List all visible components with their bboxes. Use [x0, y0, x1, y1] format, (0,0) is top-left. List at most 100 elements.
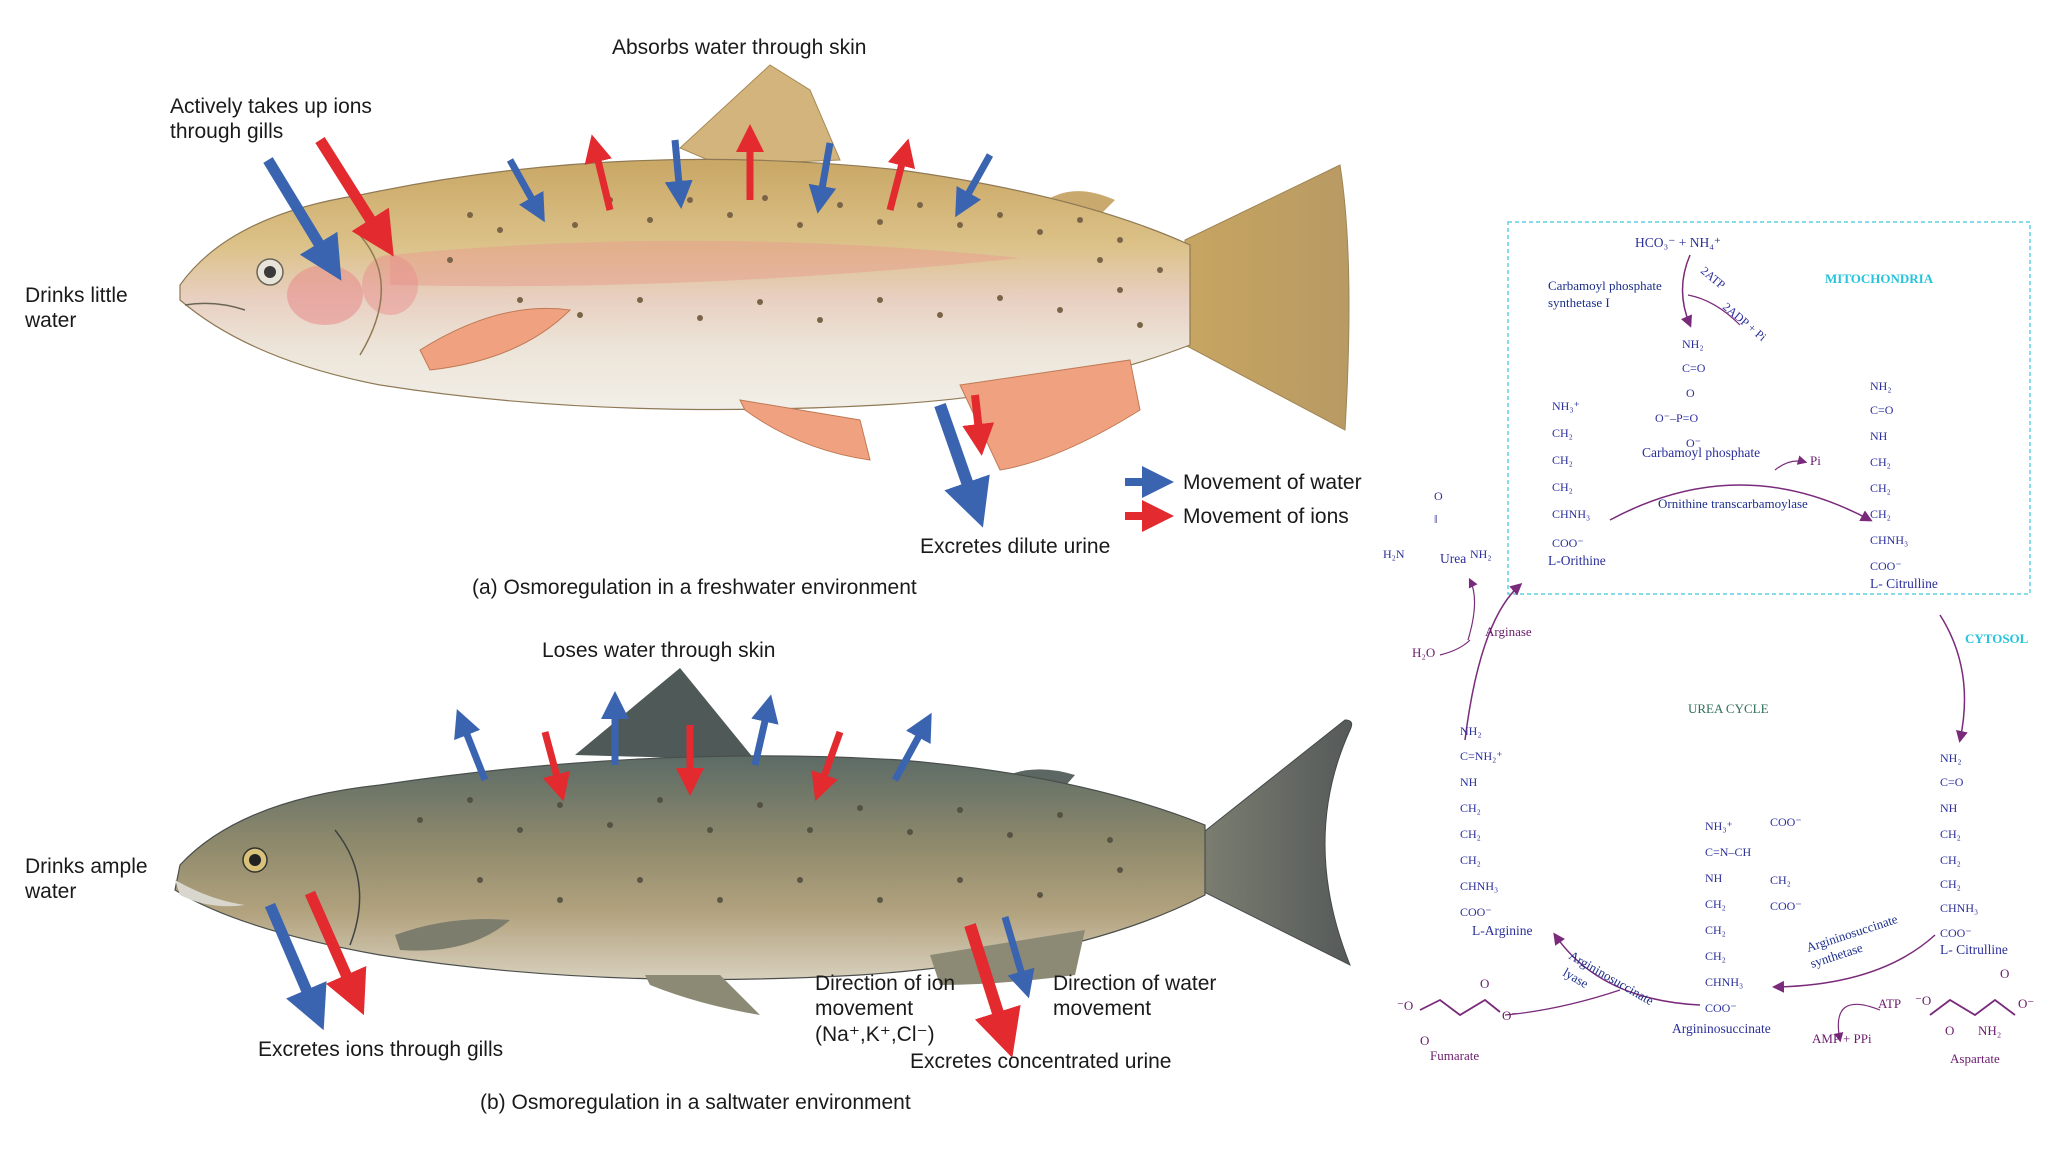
fumarate-label: Fumarate — [1430, 1048, 1479, 1063]
svg-text:COO⁻: COO⁻ — [1552, 536, 1584, 550]
takes-up-ions-label: Actively takes up ions — [170, 95, 372, 118]
mitochondria-box — [1507, 221, 2031, 595]
freshwater-arrows — [263, 124, 1174, 532]
svg-text:CH₂: CH₂ — [1870, 481, 1891, 495]
mitochondria-label: MITOCHONDRIA — [1825, 271, 1934, 286]
svg-text:COO⁻: COO⁻ — [1770, 899, 1802, 913]
dilute-urine-label: Excretes dilute urine — [920, 535, 1110, 558]
svg-text:C=O: C=O — [1682, 361, 1706, 375]
svg-text:COO⁻: COO⁻ — [1770, 815, 1802, 829]
concentrated-urine-label: Excretes concentrated urine — [910, 1050, 1171, 1073]
svg-text:CH₂: CH₂ — [1940, 853, 1961, 867]
gill-water-arrow — [264, 902, 327, 1031]
svg-text:COO⁻: COO⁻ — [1870, 559, 1902, 573]
skin-water-out-arrow-4 — [891, 712, 932, 782]
carbamoyl-phosphate-structure: NH₂ C=O O O⁻–P=O O⁻ — [1655, 337, 1706, 450]
salmon-pelvic-fin — [645, 975, 760, 1015]
salmon-lower-jaw — [175, 880, 245, 907]
svg-text:CH₂: CH₂ — [1460, 853, 1481, 867]
skin-ion-out-arrow-1 — [584, 134, 614, 211]
drinks-little-label: Drinks little — [25, 284, 128, 307]
saltwater-arrows — [264, 691, 1035, 1058]
svg-text:NH₃⁺: NH₃⁺ — [1705, 819, 1733, 833]
svg-text:O: O — [1434, 489, 1443, 503]
caption-a: (a) Osmoregulation in a freshwater envir… — [472, 576, 917, 599]
svg-text:NH₃⁺: NH₃⁺ — [1552, 399, 1580, 413]
freshwater-trout — [179, 64, 1350, 471]
fumarate-structure: ⁻O O O O⁻ — [1397, 976, 1518, 1048]
svg-text:C=O: C=O — [1940, 775, 1964, 789]
salmon-anal-fin — [930, 930, 1085, 985]
trout-pupil — [264, 266, 276, 278]
svg-text:CHNH₃: CHNH₃ — [1552, 507, 1590, 521]
svg-text:NH₂: NH₂ — [1940, 751, 1962, 765]
ornithine-label: L-Orithine — [1548, 553, 1606, 568]
cps-label-2: synthetase I — [1548, 295, 1610, 310]
skin-water-in-arrow-4 — [955, 153, 994, 218]
urine-ion-out-arrow — [964, 923, 1021, 1058]
svg-text:NH: NH — [1870, 429, 1888, 443]
svg-text:NH₂: NH₂ — [1682, 337, 1704, 351]
adp2-label: 2ADP + Pi — [1720, 300, 1770, 345]
citrulline-bottom-label: L- Citrulline — [1940, 942, 2008, 957]
trout-gill-patch — [287, 265, 363, 325]
arginine-structure: NH₂ C=NH₂⁺ NH CH₂ CH₂ CH₂ CHNH₃ COO⁻ — [1460, 724, 1503, 919]
svg-text:CH₂: CH₂ — [1770, 873, 1791, 887]
urine-water-arrow — [934, 403, 990, 528]
ass-arrow — [1772, 934, 1936, 993]
svg-text:CHNH₃: CHNH₃ — [1870, 533, 1908, 547]
adp-branch-arrow — [1687, 294, 1741, 326]
h2o-label: H₂O — [1412, 645, 1435, 660]
water-direction-label-2: movement — [1053, 997, 1151, 1020]
argininosuccinate-structure: NH₃⁺ C=N–CH COO⁻ CH₂ COO⁻ NH CH₂ CH₂ CH₂… — [1705, 815, 1802, 1015]
ion-direction-label-3: (Na⁺,K⁺,Cl⁻) — [815, 1023, 935, 1046]
cps-reaction-arrow — [1680, 254, 1692, 328]
trout-adipose-fin — [1040, 191, 1115, 215]
salmon-operculum — [334, 829, 361, 946]
reactants-label: HCO₃⁻ + NH₄⁺ — [1635, 235, 1721, 250]
svg-text:O: O — [1420, 1033, 1429, 1048]
salmon-dorsal-fin — [575, 668, 755, 760]
skin-ion-in-arrow-3 — [811, 730, 844, 802]
svg-text:NH₂: NH₂ — [1870, 379, 1892, 393]
gill-ion-out-arrow — [304, 890, 367, 1016]
atp-label: ATP — [1878, 996, 1901, 1011]
drinks-ample-label-2: water — [24, 880, 76, 903]
svg-text:⁻O: ⁻O — [1915, 993, 1931, 1008]
caption-b: (b) Osmoregulation in a saltwater enviro… — [480, 1091, 911, 1114]
svg-text:O: O — [1480, 976, 1489, 991]
ion-direction-label: Direction of ion — [815, 972, 955, 995]
salmon-tail-fin — [1199, 719, 1353, 967]
water-direction-label: Direction of water — [1053, 972, 1216, 995]
trout-pelvic-fin — [739, 399, 871, 461]
arginase-label: Arginase — [1485, 624, 1532, 639]
svg-text:C=NH₂⁺: C=NH₂⁺ — [1460, 749, 1503, 763]
citrulline-top-label: L- Citrulline — [1870, 576, 1938, 591]
svg-text:H₂N: H₂N — [1383, 547, 1405, 561]
trout-anal-fin — [959, 359, 1141, 471]
svg-text:CH₂: CH₂ — [1940, 827, 1961, 841]
salmon-pectoral-fin — [395, 919, 510, 951]
arginine-label: L-Arginine — [1472, 923, 1533, 938]
svg-text:CH₂: CH₂ — [1940, 877, 1961, 891]
svg-text:CH₂: CH₂ — [1552, 426, 1573, 440]
svg-text:CH₂: CH₂ — [1552, 480, 1573, 494]
water-entry-arrow — [1439, 639, 1471, 656]
svg-text:NH₂: NH₂ — [1460, 724, 1482, 738]
skin-water-in-arrow-1 — [506, 158, 545, 223]
cps-label: Carbamoyl phosphate — [1548, 278, 1662, 293]
trout-mouth — [184, 302, 246, 311]
trout-lateral-stripe — [390, 240, 1020, 287]
citrulline-top-structure: NH₂ C=O NH CH₂ CH₂ CH₂ CHNH₃ COO⁻ — [1870, 379, 1908, 573]
svg-text:NH: NH — [1460, 775, 1478, 789]
legend-ions-label: Movement of ions — [1183, 505, 1349, 528]
legend-water-label: Movement of water — [1183, 471, 1362, 494]
svg-text:O: O — [1686, 386, 1695, 400]
svg-text:NH: NH — [1705, 871, 1723, 885]
amp-label: AMP + PPi — [1812, 1031, 1872, 1046]
svg-text:O⁻: O⁻ — [1686, 436, 1701, 450]
absorbs-water-label: Absorbs water through skin — [612, 36, 866, 59]
trout-dorsal-fin — [679, 64, 841, 166]
citrulline-transport-arrow — [1939, 614, 1968, 743]
urea-label: Urea — [1440, 551, 1466, 566]
